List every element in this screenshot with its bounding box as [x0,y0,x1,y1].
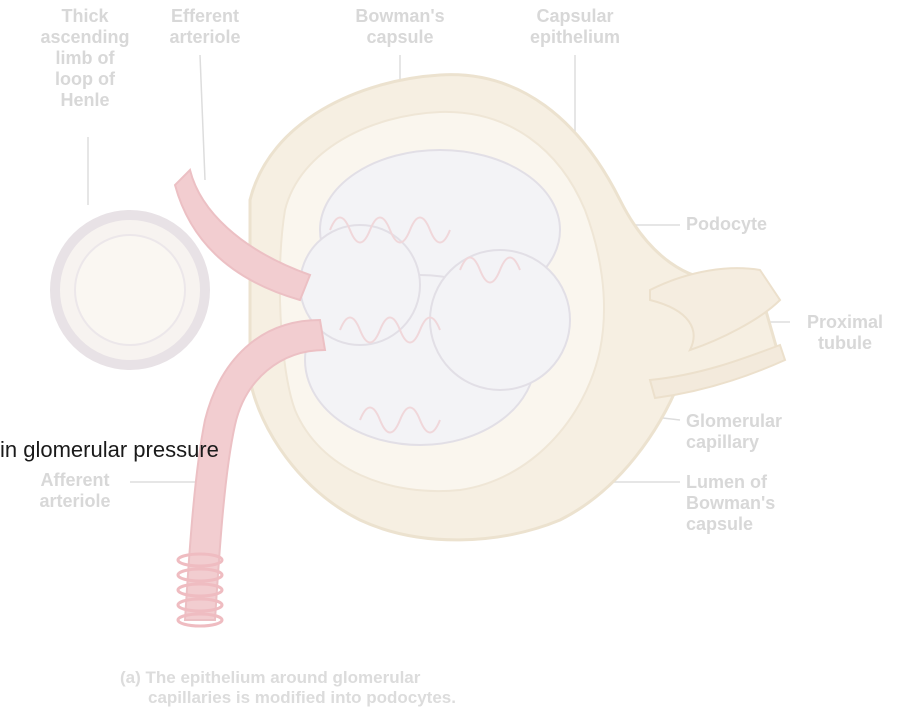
figure-caption: (a) The epithelium around glomerular cap… [120,668,456,708]
label-capsular-epithelium: Capsular epithelium [510,6,640,48]
label-proximal-tubule: Proximal tubule [790,312,900,354]
label-lumen-bowmans-capsule: Lumen of Bowman's capsule [686,472,816,535]
thick-ascending-limb [55,215,205,365]
label-efferent-arteriole: Efferent arteriole [150,6,260,48]
label-bowmans-capsule: Bowman's capsule [330,6,470,48]
label-thick-ascending-limb: Thick ascending limb of loop of Henle [20,6,150,111]
caption-line-2: capillaries is modified into podocytes. [148,688,456,707]
caption-line-1: The epithelium around glomerular [146,668,421,687]
label-glomerular-capillary: Glomerular capillary [686,411,816,453]
slide-text: in glomerular pressure [0,437,219,463]
caption-part-label: (a) [120,668,141,687]
label-podocyte: Podocyte [686,214,806,235]
label-afferent-arteriole: Afferent arteriole [20,470,130,512]
